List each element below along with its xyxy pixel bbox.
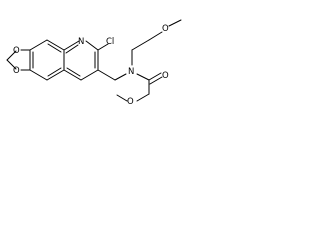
bond-carbonyl-o-double	[149, 76, 163, 85]
bond-pyr-5	[63, 69, 82, 81]
bond-n-carbonyl	[136, 73, 150, 81]
bond-pyr-2	[85, 40, 99, 51]
bond-benz-2	[29, 39, 48, 51]
bond-pyr-1	[63, 40, 80, 51]
chemical-structure: O O N Cl N O O O	[6, 19, 182, 107]
bond-ch2a-ch2b	[131, 39, 150, 51]
bond-carbonyl-o	[148, 72, 162, 81]
bond-o-ch3	[168, 19, 182, 27]
bonds	[6, 19, 182, 102]
bond-ch2-o-methoxy	[136, 93, 150, 102]
atom-o-dioxole-top: O	[13, 46, 20, 56]
bond-benz-3	[46, 39, 65, 51]
bond-o-ch3-methoxy	[116, 94, 128, 102]
atom-o-methoxyethyl: O	[162, 24, 169, 34]
atom-n-amide: N	[128, 67, 134, 77]
atom-o-dioxole-bottom: O	[13, 66, 20, 76]
bond-ch2-n	[114, 73, 127, 81]
bond-benz-5-inner	[47, 67, 62, 77]
atom-n-quinoline: N	[78, 37, 84, 47]
bond-benz-5	[46, 69, 65, 81]
bond-c-cl	[97, 43, 109, 51]
atom-o-methoxy-acetyl: O	[127, 97, 134, 107]
bond-ring-ch2	[97, 69, 116, 81]
bond-ch2-o-top	[6, 50, 17, 61]
bond-pyr-1-inner	[65, 44, 79, 54]
atom-labels: O O N Cl N O O O	[13, 24, 169, 107]
atom-cl: Cl	[106, 37, 114, 47]
bond-ch2b-o	[148, 31, 163, 41]
bond-pyr-5-inner	[66, 67, 81, 77]
bond-pyr-4	[80, 69, 99, 81]
bond-benz-3-inner	[47, 43, 62, 53]
bond-ch2-o-bottom	[6, 59, 17, 70]
atom-o-carbonyl: O	[162, 71, 169, 81]
bond-benz-6	[29, 69, 48, 81]
